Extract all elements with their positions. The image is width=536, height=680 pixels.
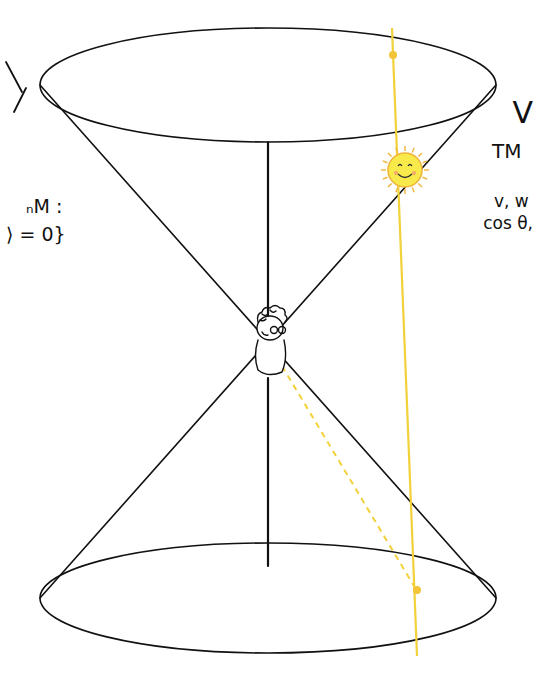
event-dot — [389, 51, 397, 59]
space-label: V — [512, 96, 533, 129]
observer-figure — [256, 306, 288, 375]
cone-rim — [40, 28, 496, 142]
time-axis — [267, 142, 269, 318]
cone-edge — [40, 85, 496, 598]
cone-edge — [40, 85, 496, 598]
time-axis — [267, 378, 269, 566]
event-dot — [413, 586, 421, 594]
sun-figure — [381, 146, 429, 194]
null-cone-condition: ⟩ = 0} — [6, 224, 66, 245]
tangent-space-label: ₙM : — [26, 196, 62, 217]
vector-label: v, w — [494, 192, 529, 211]
world-line — [392, 28, 417, 656]
tangent-bundle-label: TM — [492, 140, 521, 162]
cropped-stroke — [6, 62, 22, 92]
cropped-stroke — [14, 88, 26, 112]
light-ray — [282, 366, 414, 586]
cosine-label: cos θ, — [483, 214, 533, 233]
